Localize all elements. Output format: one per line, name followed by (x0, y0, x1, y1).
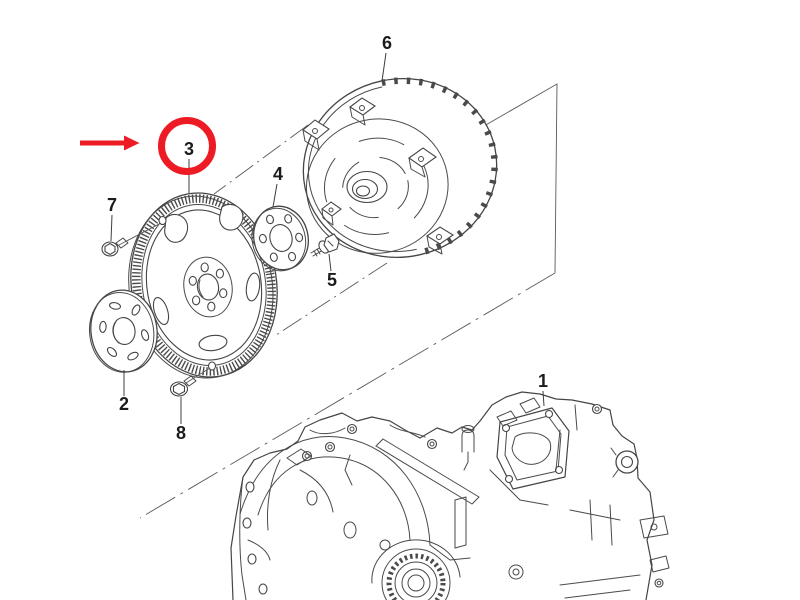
leader-7 (110, 214, 113, 242)
part-2-drive-plate (88, 289, 158, 373)
disc-depth (88, 291, 155, 373)
callout-label-1: 1 (538, 371, 548, 391)
centerline-converter-flexplate-upper (213, 124, 309, 195)
bolt-8-hole (207, 361, 217, 371)
case-details (247, 397, 670, 599)
part-7-bolt (101, 222, 162, 257)
mating-plane-edge (476, 83, 558, 274)
callout-label-2: 2 (119, 394, 129, 414)
part-8-bolt (169, 367, 211, 397)
plate-depth (251, 207, 307, 272)
bolt-7-hex (104, 242, 116, 256)
left-flange-edge (239, 476, 247, 600)
red-arrow-icon (80, 135, 140, 151)
flexplate-hub (183, 256, 233, 318)
leader-6 (381, 52, 387, 82)
case-bolts (301, 403, 664, 588)
bolt-7-shaft (115, 237, 129, 249)
converter-stamped-ring-outer (323, 137, 429, 236)
highlight-annotations (80, 117, 216, 175)
leader-4 (272, 183, 278, 208)
bolt-8-hex (172, 382, 186, 396)
bolt-5-head-detail (327, 240, 334, 247)
callout-label-6: 6 (382, 33, 392, 53)
part-5-bolt (310, 233, 340, 257)
leader-1 (542, 390, 545, 407)
breather-valve (461, 425, 475, 471)
callouts: 1 2 3 4 5 6 7 8 (107, 33, 548, 443)
bolt-8-pointer (185, 367, 211, 384)
converter-front-face (305, 118, 449, 254)
leader-5 (328, 253, 332, 272)
bolt-5-threads (310, 246, 324, 257)
lifting-eyelet (610, 447, 639, 478)
bolt-8-shaft (183, 375, 197, 387)
callout-label-8: 8 (176, 423, 186, 443)
bell-housing-arc-outer (239, 436, 431, 546)
bolt-7-pointer (118, 222, 162, 246)
red-highlight-ring (158, 117, 216, 175)
centerline-converter-flexplate-lower (272, 262, 388, 338)
output-shaft-boss (371, 539, 461, 600)
bolt-5-head (323, 233, 340, 253)
part-4-adapter-plate (251, 205, 309, 272)
disc-slots (99, 302, 150, 361)
flexplate-center-hole (196, 273, 220, 301)
center-hole-depth (198, 279, 204, 298)
flexplate-cutouts (152, 203, 261, 352)
callout-label-3: 3 (184, 139, 194, 159)
flexplate-bolt-holes (188, 262, 228, 312)
converter-hub-boss (346, 170, 388, 204)
converter-mounting-pads (302, 97, 455, 255)
centerline-to-transmission (139, 272, 556, 519)
diagonal-rib (375, 438, 480, 505)
callout-label-7: 7 (107, 195, 117, 215)
callout-label-4: 4 (273, 164, 283, 184)
assembly-guide-lines (139, 83, 558, 519)
callout-label-5: 5 (327, 270, 337, 290)
ring-gear-inner-edge (141, 204, 267, 366)
converter-stamped-ring-inner (342, 156, 409, 219)
bell-housing-arc-inner (257, 456, 411, 541)
part-6-torque-converter (302, 77, 498, 259)
bolt-7-hole (158, 215, 167, 226)
plate-center-hole (269, 224, 293, 252)
case-outline (230, 391, 655, 600)
part-1-transmission (230, 391, 670, 600)
disc-crescent (112, 321, 120, 344)
converter-rim-depth (307, 86, 417, 253)
